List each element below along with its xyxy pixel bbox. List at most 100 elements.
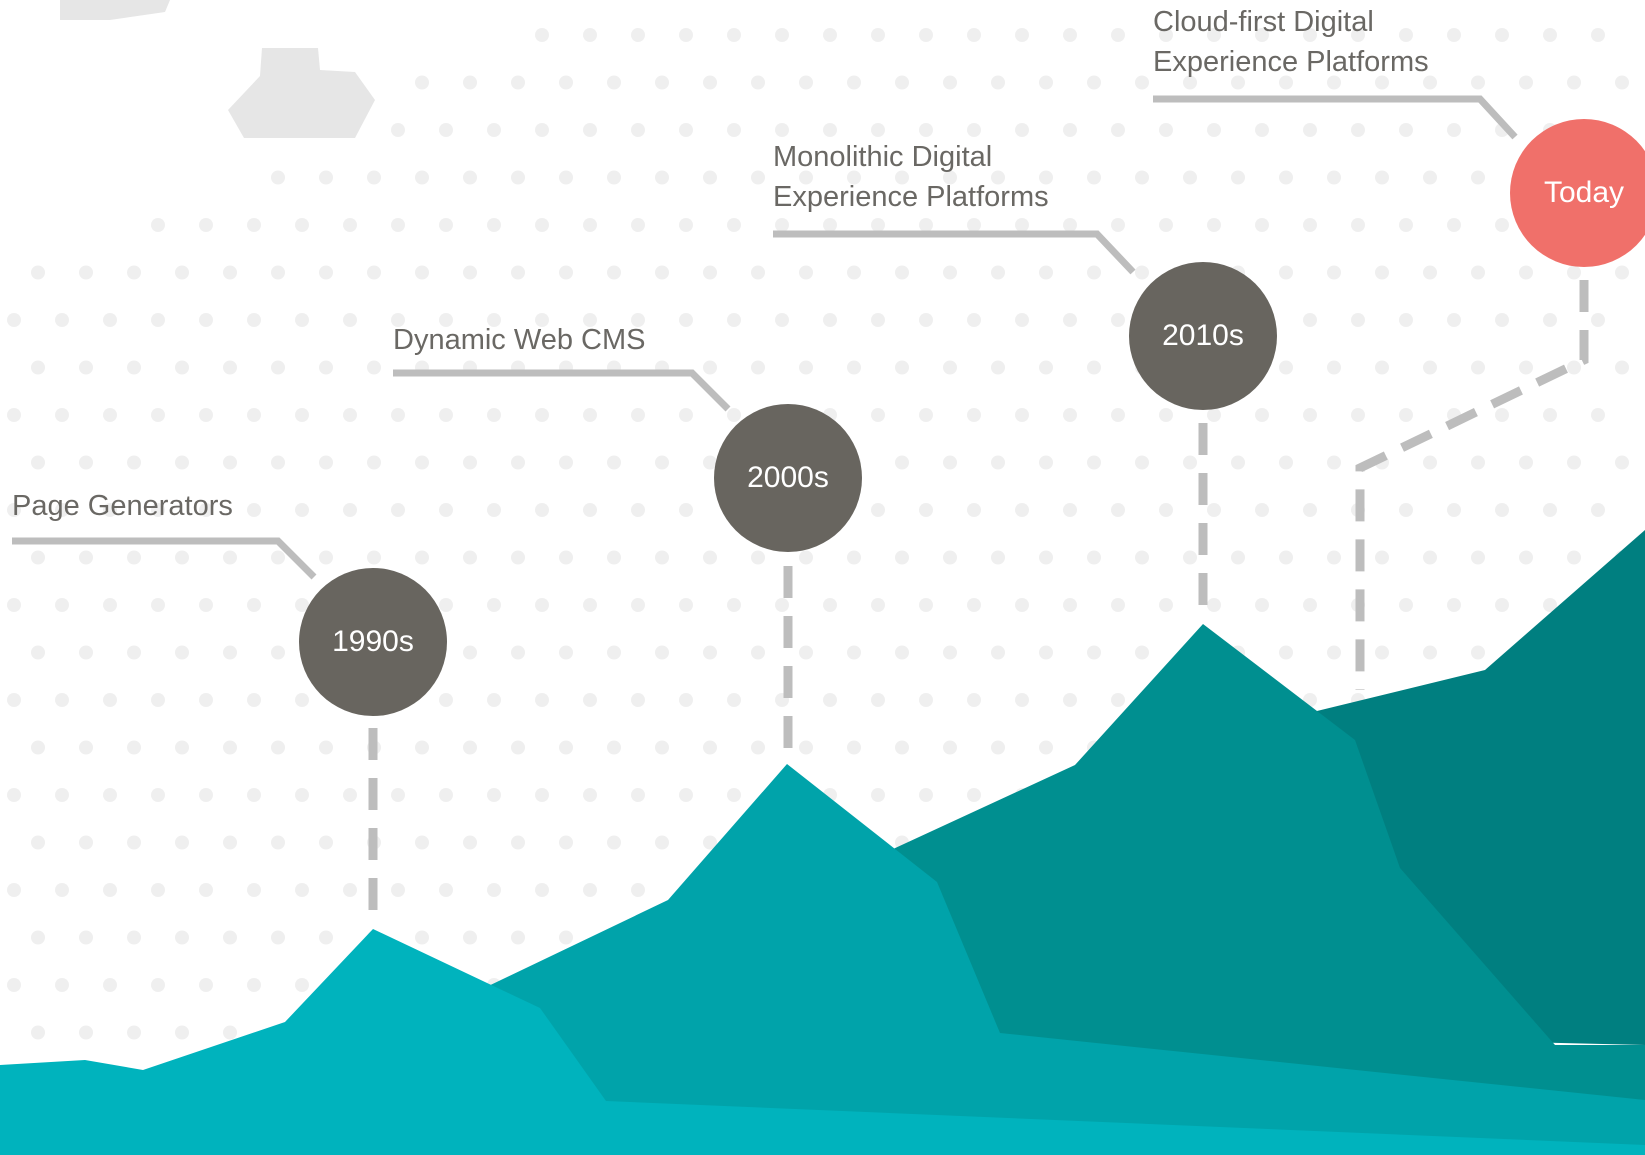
dot [1159, 28, 1173, 42]
dot [943, 265, 957, 280]
dot [1159, 123, 1173, 137]
dot [175, 645, 189, 660]
dot [1279, 75, 1293, 90]
dot [343, 883, 357, 897]
dot [7, 693, 21, 707]
dot [1279, 360, 1293, 375]
dot [151, 503, 165, 517]
dot [1039, 170, 1053, 185]
dot [583, 598, 597, 612]
dot [703, 455, 717, 470]
dot [1471, 645, 1485, 660]
dot [871, 788, 885, 802]
dot [1255, 123, 1269, 137]
era-badge-today: Today [1510, 119, 1645, 267]
dot [319, 265, 333, 280]
dot [1015, 313, 1029, 327]
dot [775, 28, 789, 42]
dot [79, 550, 93, 565]
dot [1399, 28, 1413, 42]
dot [775, 218, 789, 232]
dot [1303, 313, 1317, 327]
dot [1039, 550, 1053, 565]
dot [919, 408, 933, 422]
dot [1327, 550, 1341, 565]
dot [295, 218, 309, 232]
dot [1303, 408, 1317, 422]
dot [847, 550, 861, 565]
dot [967, 313, 981, 327]
label-line: Dynamic Web CMS [393, 324, 646, 356]
dot [559, 75, 573, 90]
dot [79, 265, 93, 280]
dot [583, 503, 597, 517]
dot [463, 930, 477, 945]
dot [1495, 28, 1509, 42]
dot [1183, 455, 1197, 470]
dot [703, 360, 717, 375]
dot [391, 503, 405, 517]
dot [559, 835, 573, 850]
dot [919, 313, 933, 327]
dot [631, 503, 645, 517]
dot [1447, 28, 1461, 42]
dot [1495, 313, 1509, 327]
dot [871, 598, 885, 612]
dot [655, 550, 669, 565]
dot [1135, 75, 1149, 90]
dot [727, 28, 741, 42]
dot [871, 503, 885, 517]
dot [439, 218, 453, 232]
dot [943, 550, 957, 565]
dot [319, 550, 333, 565]
dot [463, 835, 477, 850]
dot [1207, 408, 1221, 422]
dot [1063, 123, 1077, 137]
dot [415, 75, 429, 90]
dot [583, 408, 597, 422]
dot [1327, 170, 1341, 185]
dot [223, 360, 237, 375]
dot [439, 123, 453, 137]
dot [343, 408, 357, 422]
dot [1519, 550, 1533, 565]
dot [415, 265, 429, 280]
dot [991, 455, 1005, 470]
dot [175, 360, 189, 375]
dot [679, 313, 693, 327]
dot [1327, 645, 1341, 660]
dot [175, 1025, 189, 1040]
dot [679, 598, 693, 612]
dot [823, 313, 837, 327]
dot [295, 883, 309, 897]
dot [871, 123, 885, 137]
mountain-range [0, 530, 1645, 1155]
dot [31, 265, 45, 280]
dot [439, 883, 453, 897]
dot [895, 740, 909, 755]
dot [967, 598, 981, 612]
dot [31, 835, 45, 850]
dot [631, 408, 645, 422]
dot [7, 408, 21, 422]
dot [463, 75, 477, 90]
dot [391, 788, 405, 802]
dot [1375, 360, 1389, 375]
dot [1543, 408, 1557, 422]
dot [967, 218, 981, 232]
dot [727, 693, 741, 707]
dot [895, 170, 909, 185]
dot [823, 123, 837, 137]
era-badge-text: 2010s [1162, 319, 1244, 352]
dot [1351, 123, 1365, 137]
dot [535, 218, 549, 232]
dot [583, 693, 597, 707]
dot [1087, 265, 1101, 280]
dot [943, 360, 957, 375]
dot [1183, 75, 1197, 90]
dot [1279, 455, 1293, 470]
dot [511, 835, 525, 850]
dot [271, 835, 285, 850]
dot [847, 265, 861, 280]
dot [1039, 75, 1053, 90]
